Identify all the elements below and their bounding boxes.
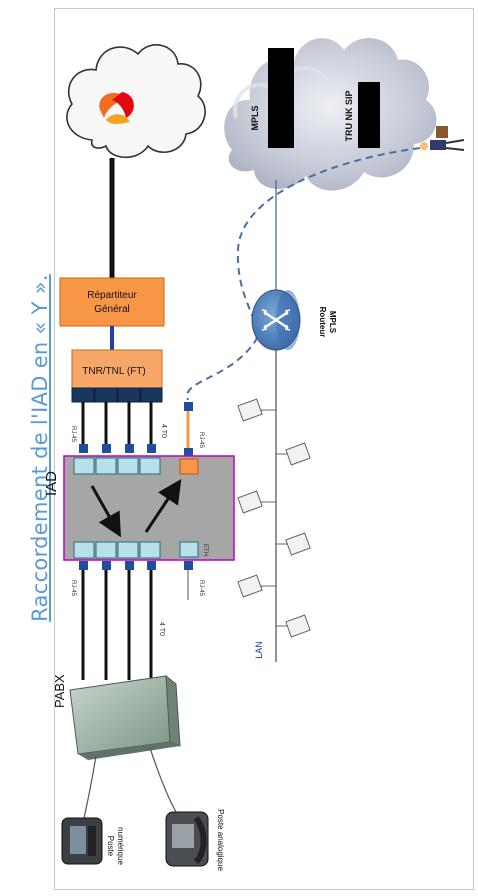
t0-cables-lower <box>81 570 153 680</box>
dashed-remote-link <box>186 147 421 401</box>
cord-analogique <box>149 747 177 813</box>
rj45-label-eth-upper: RJ-45 <box>198 432 204 449</box>
computer-icon <box>276 532 311 556</box>
cloud-icon <box>66 44 206 159</box>
computer-icon <box>237 574 276 598</box>
tnr-tnl-label: TNR/TNL (FT) <box>82 366 146 377</box>
lan-computers <box>237 398 311 638</box>
operator-logo-icon <box>99 92 134 124</box>
mpls-label: MPLS <box>250 105 260 130</box>
trunk-sip-label: TRU NK SIP <box>344 90 354 141</box>
computer-icon <box>276 614 311 638</box>
iad-arrow-in <box>90 485 121 538</box>
diagram-frame <box>54 8 474 890</box>
rj45-label-lower-left: RJ-45 <box>70 580 76 597</box>
computer-icon <box>237 490 276 514</box>
four-t0-label-lower: 4 T0 <box>158 622 165 636</box>
rj45-connectors-upper <box>79 444 156 453</box>
repartiteur-label-2: Général <box>94 304 130 315</box>
computer-icon <box>237 398 276 422</box>
iad-eth-port-lan <box>179 541 199 558</box>
poste-numerique-label-2: numérique <box>116 827 125 865</box>
tnr-ports <box>71 387 163 403</box>
eth-label: ETH. <box>202 544 208 558</box>
poste-numerique-label-1: Poste <box>106 836 115 857</box>
person-with-laptop-icon <box>420 126 465 151</box>
rj45-label-lower-eth: RJ-45 <box>198 580 204 597</box>
poste-analogique-label: Poste analogique <box>216 809 225 871</box>
iad-eth-port-orange <box>179 458 199 475</box>
router-label-1: Routeur <box>318 307 327 338</box>
telephone-icon <box>165 811 209 867</box>
trunk-sip-redaction-box <box>358 82 380 148</box>
repartiteur-general: Répartiteur Général <box>59 277 165 327</box>
operator-cloud <box>66 44 206 159</box>
repartiteur-label-1: Répartiteur <box>87 290 137 301</box>
rj45-connectors-lower <box>79 561 193 570</box>
iad-label: IAD <box>43 471 60 496</box>
tnr-tnl-box: TNR/TNL (FT) <box>71 349 163 403</box>
lan-label: LAN <box>254 641 264 659</box>
iad-arrow-out <box>144 479 182 533</box>
iad-ports-top <box>73 457 161 475</box>
iad-ports-bottom <box>73 541 161 559</box>
four-t0-label-upper: 4 T0 <box>160 424 167 438</box>
rj45-label-upper-left: RJ-45 <box>70 426 76 443</box>
iad-box: ETH. <box>63 455 235 561</box>
router-icon <box>251 289 301 351</box>
eth-uplink: RJ-45 <box>184 402 204 457</box>
router-label-2: MPLS <box>328 311 337 334</box>
pabx-label: PABX <box>52 674 67 708</box>
t0-cables-upper <box>81 402 153 444</box>
computer-icon <box>276 442 311 466</box>
cord-numerique <box>83 755 97 819</box>
telephone-icon <box>61 817 103 865</box>
mpls-redaction-box <box>268 48 294 148</box>
pabx <box>69 674 181 760</box>
